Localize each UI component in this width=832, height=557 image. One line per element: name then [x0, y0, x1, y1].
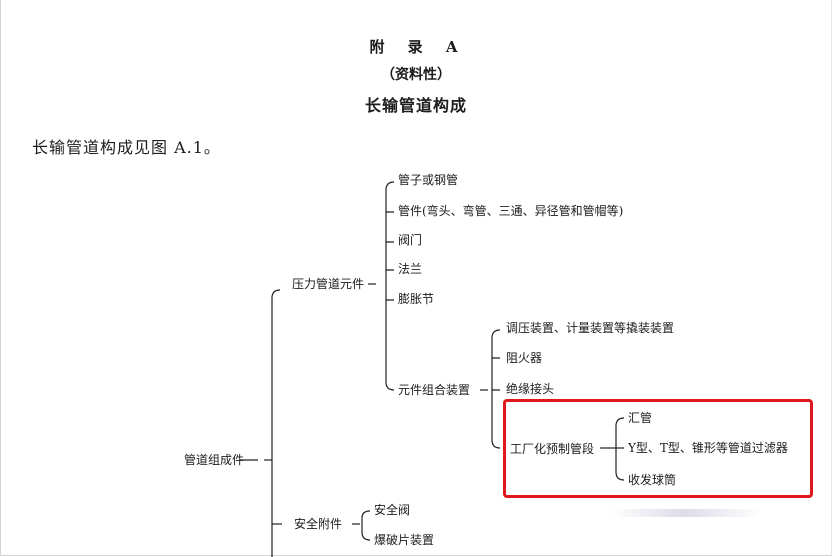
- node-safety-accessories: 安全附件: [294, 517, 343, 531]
- node-insulating-joint: 绝缘接头: [506, 382, 555, 396]
- node-flame-arrester: 阻火器: [506, 351, 543, 365]
- node-expansion-joint: 膨胀节: [398, 292, 435, 306]
- node-filters: Y型、T型、锥形等管道过滤器: [628, 441, 788, 455]
- node-fittings: 管件(弯头、弯管、三通、异径管和管帽等): [398, 204, 624, 218]
- node-pipeline-components: 管道组成件: [184, 453, 245, 467]
- node-assembly-device: 元件组合装置: [398, 383, 471, 397]
- node-skid-device: 调压装置、计量装置等撬装装置: [506, 321, 675, 335]
- node-flange: 法兰: [398, 262, 423, 276]
- node-manifold: 汇管: [628, 411, 653, 425]
- appendix-title: 长输管道构成: [364, 96, 467, 115]
- intro-text: 长输管道构成见图 A.1。: [32, 138, 221, 157]
- node-valve: 阀门: [398, 233, 423, 247]
- appendix-nature: （资料性）: [381, 67, 451, 83]
- node-pipe: 管子或钢管: [398, 173, 459, 187]
- node-pressure-elements: 压力管道元件: [292, 277, 365, 291]
- safety-bracket: [361, 510, 371, 541]
- assembly-item-ticks: [492, 357, 500, 391]
- appendix-heading: 附 录 A: [369, 38, 467, 56]
- prefab-bracket: [615, 417, 625, 481]
- pressure-bracket: [385, 181, 395, 391]
- highlight-box: [503, 399, 813, 498]
- node-rupture-disc: 爆破片装置: [374, 533, 435, 547]
- pressure-item-ticks: [386, 211, 394, 301]
- scan-smudge: [610, 509, 760, 517]
- assembly-bracket: [491, 329, 501, 449]
- node-safety-valve: 安全阀: [374, 503, 411, 517]
- root-bracket: [271, 289, 281, 557]
- node-prefab-pipe-section: 工厂化预制管段: [510, 442, 595, 456]
- node-pig-barrel: 收发球筒: [628, 473, 677, 487]
